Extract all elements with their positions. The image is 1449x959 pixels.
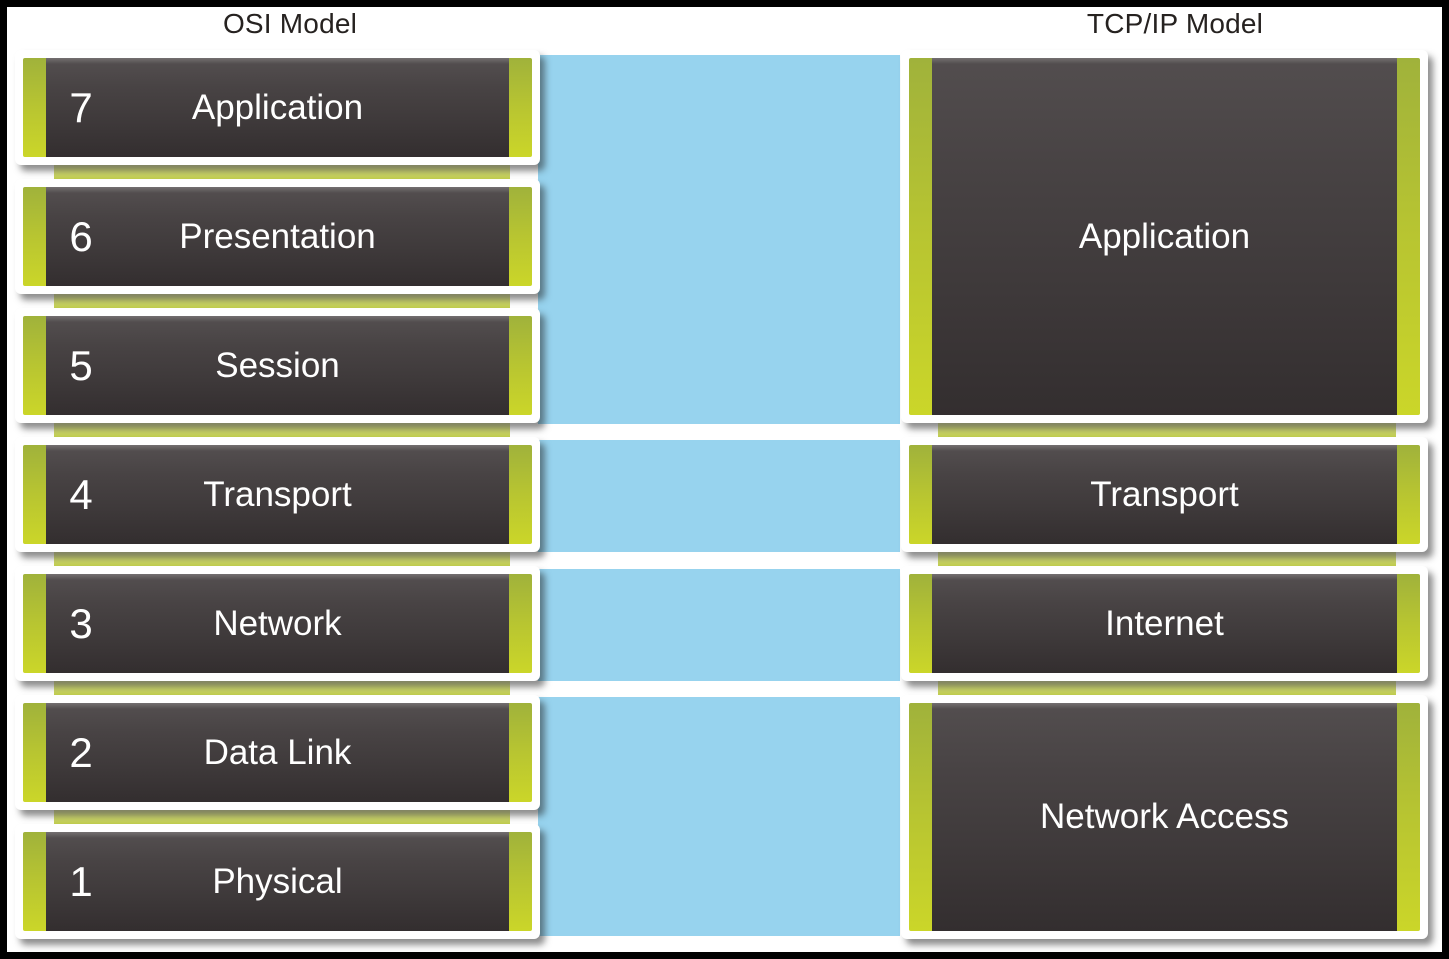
osi-layer-7-application: 7 Application	[15, 50, 540, 165]
layer-face: 3 Network	[46, 574, 509, 673]
tcpip-layer-internet: Internet	[901, 566, 1428, 681]
tcpip-gap-strip	[938, 548, 1396, 570]
tcpip-layer-name: Application	[1078, 216, 1251, 256]
osi-layer-name: Transport	[203, 474, 352, 514]
osi-layer-1-physical: 1 Physical	[15, 824, 540, 939]
green-edge-panel: 4 Transport	[23, 445, 532, 544]
osi-layer-name: Physical	[212, 861, 343, 901]
tcpip-layer-application: Application	[901, 50, 1428, 423]
green-edge-panel: 1 Physical	[23, 832, 532, 931]
tcpip-layer-name: Network Access	[1040, 797, 1289, 836]
osi-gap-strip	[54, 548, 510, 570]
green-edge-panel: Transport	[909, 445, 1420, 544]
tcpip-layer-transport: Transport	[901, 437, 1428, 552]
osi-layer-name: Network	[213, 603, 342, 643]
osi-layer-name: Data Link	[203, 732, 352, 772]
mapping-band-transport	[538, 440, 900, 552]
osi-layer-4-transport: 4 Transport	[15, 437, 540, 552]
mapping-band-network-access	[538, 697, 900, 936]
osi-layer-number: 2	[69, 728, 93, 776]
green-edge-panel: Internet	[909, 574, 1420, 673]
layer-face: Application	[932, 58, 1397, 415]
tcpip-model-title: TCP/IP Model	[1086, 8, 1264, 39]
layer-face: 7 Application	[46, 58, 509, 157]
layer-face: 6 Presentation	[46, 187, 509, 286]
tcpip-layer-network-access: Network Access	[901, 695, 1428, 939]
osi-layer-5-session: 5 Session	[15, 308, 540, 423]
tcpip-gap-strip	[938, 419, 1396, 441]
osi-gap-strip	[54, 419, 510, 441]
osi-gap-strip	[54, 161, 510, 183]
tcpip-layer-name: Internet	[1105, 603, 1224, 643]
osi-layer-name: Application	[191, 87, 364, 127]
green-edge-panel: Network Access	[909, 703, 1420, 931]
tcpip-gap-strip	[938, 677, 1396, 699]
osi-layer-2-data-link: 2 Data Link	[15, 695, 540, 810]
mapping-band-application	[538, 55, 900, 424]
green-edge-panel: 2 Data Link	[23, 703, 532, 802]
green-edge-panel: 6 Presentation	[23, 187, 532, 286]
osi-layer-number: 4	[69, 470, 93, 518]
osi-gap-strip	[54, 677, 510, 699]
osi-layer-number: 1	[69, 857, 93, 905]
osi-layer-number: 6	[69, 212, 93, 260]
mapping-band-internet	[538, 569, 900, 681]
osi-gap-strip	[54, 806, 510, 828]
layer-face: 5 Session	[46, 316, 509, 415]
green-edge-panel: 5 Session	[23, 316, 532, 415]
green-edge-panel: 7 Application	[23, 58, 532, 157]
osi-layer-number: 7	[69, 83, 93, 131]
layer-face: 2 Data Link	[46, 703, 509, 802]
layer-face: 4 Transport	[46, 445, 509, 544]
osi-layer-name: Presentation	[179, 216, 376, 256]
layer-face: Transport	[932, 445, 1397, 544]
layer-face: Network Access	[932, 703, 1397, 931]
green-edge-panel: 3 Network	[23, 574, 532, 673]
osi-layer-number: 5	[69, 341, 93, 389]
osi-gap-strip	[54, 290, 510, 312]
osi-layer-number: 3	[69, 599, 93, 647]
osi-model-title: OSI Model	[222, 8, 358, 39]
osi-layer-6-presentation: 6 Presentation	[15, 179, 540, 294]
osi-layer-3-network: 3 Network	[15, 566, 540, 681]
green-edge-panel: Application	[909, 58, 1420, 415]
layer-face: 1 Physical	[46, 832, 509, 931]
layer-face: Internet	[932, 574, 1397, 673]
tcpip-layer-name: Transport	[1090, 474, 1239, 514]
osi-layer-name: Session	[215, 345, 340, 385]
